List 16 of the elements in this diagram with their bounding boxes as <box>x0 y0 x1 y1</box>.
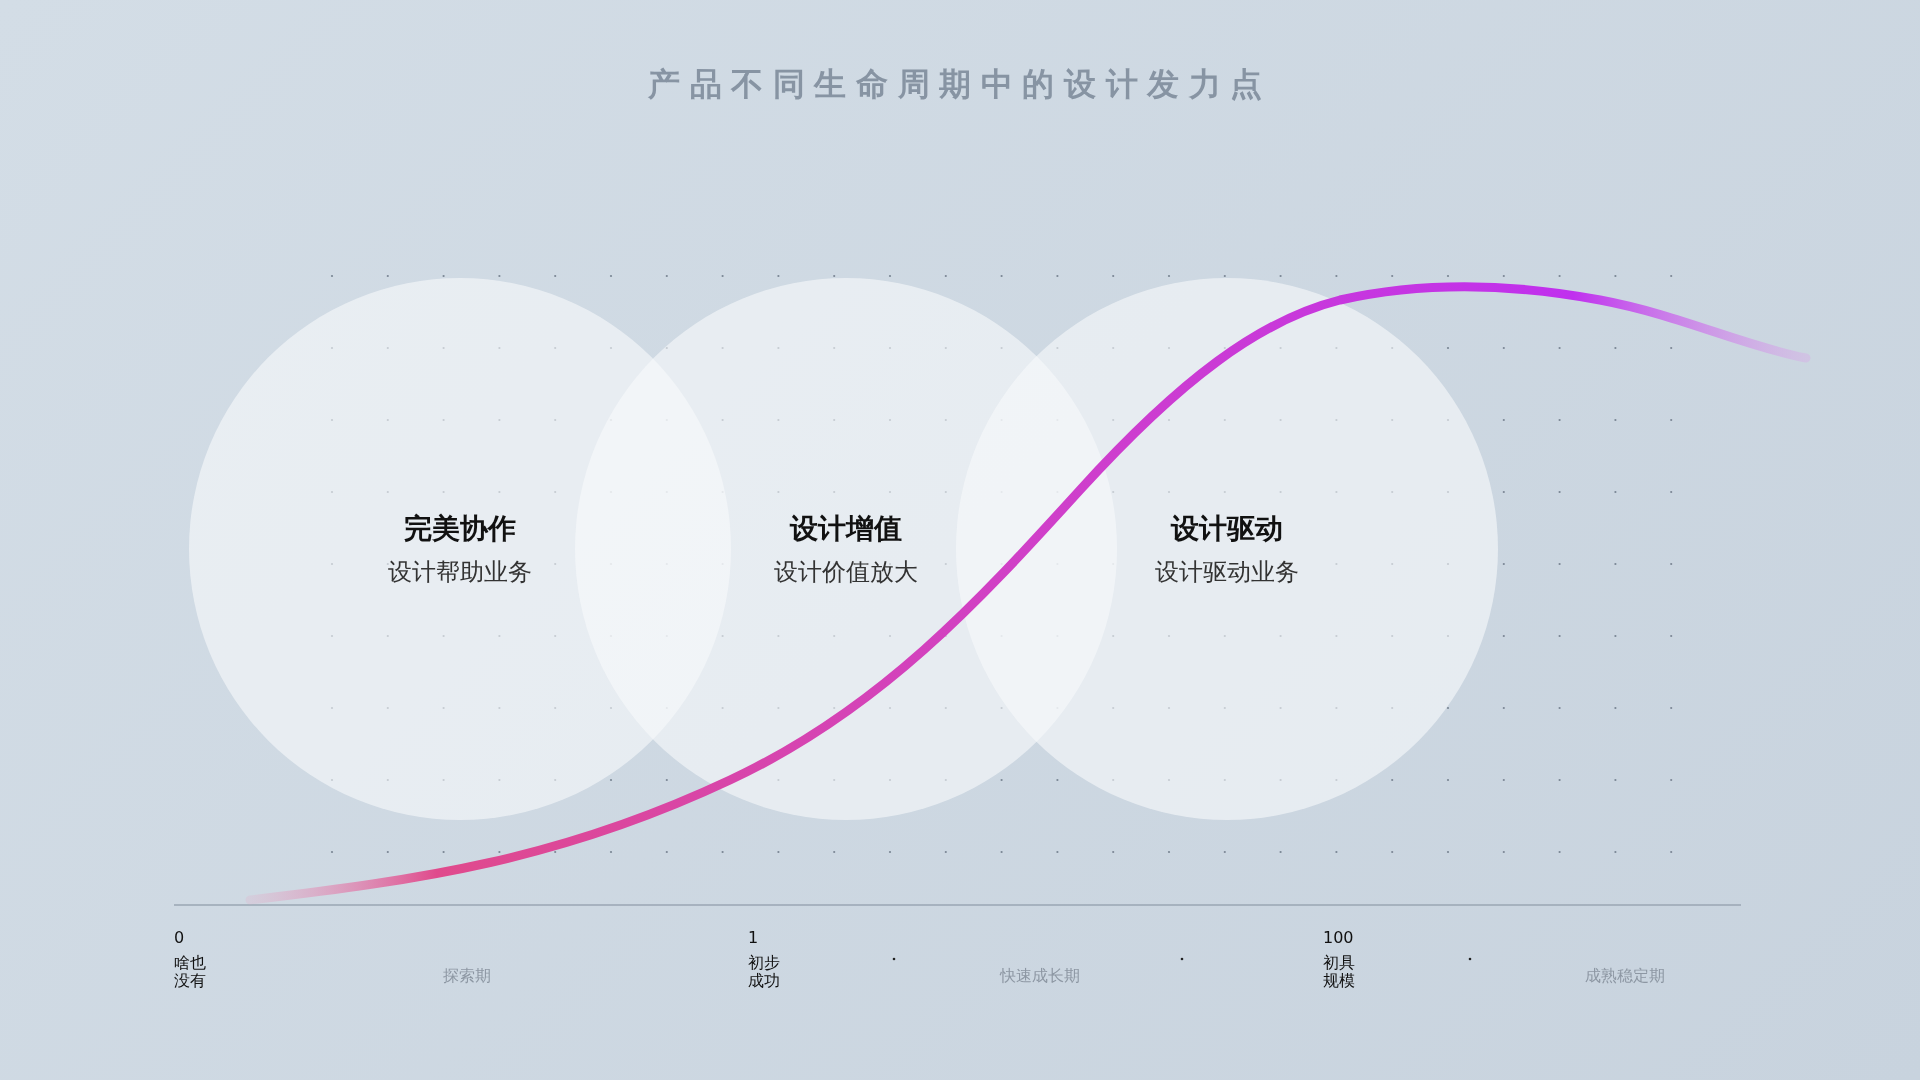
stage-description: 设计驱动业务 <box>1155 557 1299 588</box>
axis-milestone-label: 啥也没有 <box>174 954 207 990</box>
axis-value: 1 <box>748 927 759 949</box>
stage-heading: 完美协作 <box>404 511 516 547</box>
axis-milestone-label: 初步成功 <box>748 954 781 990</box>
axis-value: 0 <box>174 927 185 949</box>
stage-description: 设计价值放大 <box>774 557 918 588</box>
stage-heading: 设计增值 <box>790 511 902 547</box>
axis-value: 100 <box>1323 927 1354 949</box>
stage-period-label: 快速成长期 <box>1000 965 1080 987</box>
stage-description: 设计帮助业务 <box>388 557 532 588</box>
title: 产品不同生命周期中的设计发力点 <box>647 64 1273 105</box>
stage-heading: 设计驱动 <box>1171 511 1283 547</box>
stage-period-label: 成熟稳定期 <box>1585 965 1665 987</box>
axis-milestone-label: 初具规模 <box>1323 954 1356 990</box>
stage-period-label: 探索期 <box>443 965 491 987</box>
